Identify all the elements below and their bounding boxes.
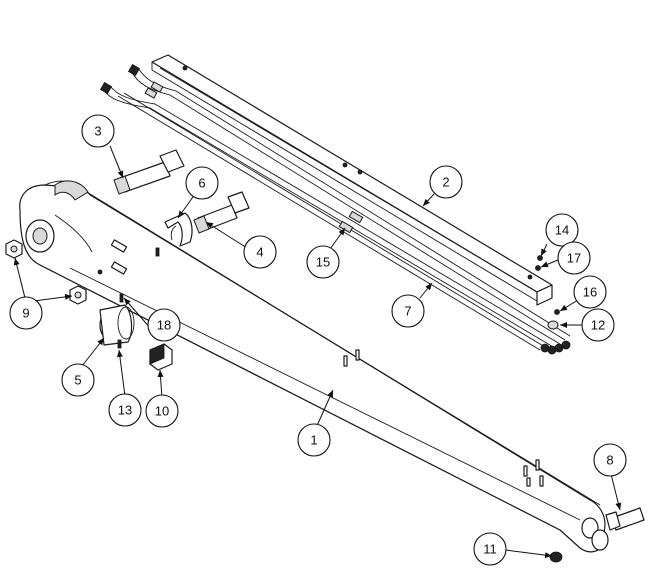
callout-3: 3 (81, 114, 115, 148)
callout-5: 5 (61, 363, 95, 397)
callout-1: 1 (297, 423, 331, 457)
part-16-screw (554, 309, 560, 315)
callout-2: 2 (429, 165, 463, 199)
callout-2-label: 2 (442, 175, 449, 190)
part-2-channel-rail (151, 54, 553, 306)
callout-14: 14 (545, 213, 579, 247)
callout-6: 6 (185, 166, 219, 200)
callout-9-label: 9 (22, 306, 29, 321)
callout-11: 11 (473, 532, 507, 566)
callout-18-label: 18 (157, 318, 171, 333)
callout-4: 4 (243, 235, 277, 269)
part-5-drum (99, 304, 135, 346)
callout-7: 7 (391, 294, 425, 328)
part-11-fitting (549, 551, 563, 563)
callout-6-label: 6 (198, 176, 205, 191)
callout-10-label: 10 (155, 404, 169, 419)
part-14-screw (537, 255, 543, 261)
callout-4-label: 4 (256, 245, 263, 260)
part-17-screw (535, 265, 541, 271)
callout-1-label: 1 (310, 433, 317, 448)
callout-16: 16 (573, 275, 607, 309)
callout-17: 17 (557, 241, 591, 275)
part-6-clamp (164, 212, 193, 247)
callout-15: 15 (306, 245, 340, 279)
callout-13: 13 (108, 393, 142, 427)
part-12-fitting (547, 320, 559, 330)
callout-7-label: 7 (404, 304, 411, 319)
part-7-hydraulic-hoses (99, 63, 571, 355)
callout-5-label: 5 (74, 373, 81, 388)
callout-17-label: 17 (567, 251, 581, 266)
callout-18: 18 (147, 308, 181, 342)
callout-16-label: 16 (583, 285, 597, 300)
part-9-nut-lower (69, 285, 87, 305)
part-18-screw (119, 293, 124, 303)
part-3-bolt (113, 149, 185, 195)
callout-10: 10 (145, 394, 179, 428)
part-9-nut-upper (5, 239, 23, 259)
callout-11-label: 11 (483, 542, 497, 557)
callout-3-label: 3 (94, 124, 101, 139)
callout-15-label: 15 (316, 255, 330, 270)
part-8-bolt (605, 507, 645, 531)
callout-12-label: 12 (591, 318, 605, 333)
callout-9: 9 (9, 296, 43, 330)
part-1-main-boom (19, 180, 609, 553)
part-10-block (149, 343, 173, 371)
part-13-screw (117, 339, 122, 349)
callout-8: 8 (593, 443, 627, 477)
callout-12: 12 (581, 308, 615, 342)
callout-14-label: 14 (555, 223, 569, 238)
callout-13-label: 13 (118, 403, 132, 418)
callout-8-label: 8 (606, 453, 613, 468)
